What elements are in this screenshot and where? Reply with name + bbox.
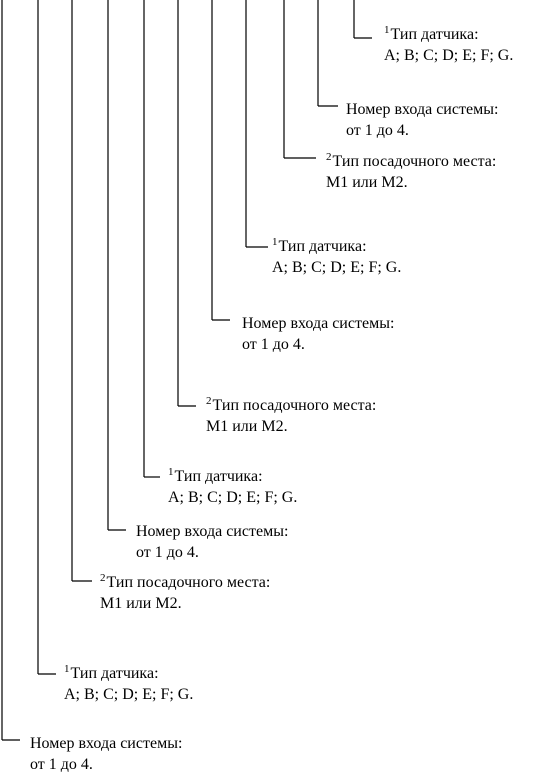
field-label: Номер входа системы: от 1 до 4. — [242, 315, 395, 353]
field-label: 2Тип посадочного места: М1 или М2. — [326, 151, 497, 192]
field-label: Номер входа системы: от 1 до 4. — [30, 735, 183, 773]
field-label: 1Тип датчика: А; В; С; D; Е; F; G. — [272, 236, 402, 277]
field-label: 1Тип датчика: А; В; С; D; Е; F; G. — [64, 663, 194, 704]
field-label: Номер входа системы: от 1 до 4. — [346, 101, 499, 139]
footnote-marker: 1 — [64, 663, 70, 675]
field-label: 1Тип датчика: А; В; С; D; Е; F; G. — [384, 24, 514, 65]
field-label: 2Тип посадочного места: М1 или М2. — [206, 395, 377, 436]
footnote-marker: 1 — [384, 24, 390, 36]
footnote-marker: 2 — [206, 395, 212, 407]
field-label: Номер входа системы: от 1 до 4. — [136, 523, 289, 561]
field-label: 2Тип посадочного места: М1 или М2. — [100, 572, 271, 613]
footnote-marker: 2 — [326, 151, 332, 163]
footnote-marker: 1 — [168, 466, 174, 478]
footnote-marker: 1 — [272, 236, 278, 248]
field-label: 1Тип датчика: А; В; С; D; Е; F; G. — [168, 466, 298, 507]
footnote-marker: 2 — [100, 572, 106, 584]
